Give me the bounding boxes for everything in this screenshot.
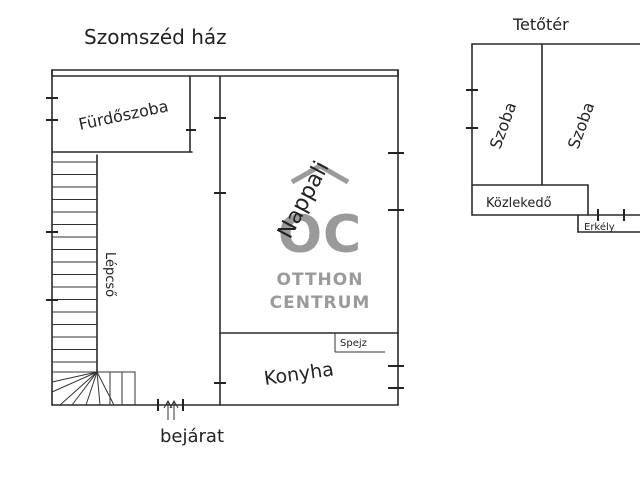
label-corridor: Közlekedő (486, 196, 552, 211)
otthon-centrum-watermark: OC OTTHON CENTRUM (270, 163, 371, 313)
label-kitchen: Konyha (263, 358, 335, 390)
label-room-2: Szoba (564, 99, 598, 151)
label-attic: Tetőtér (512, 15, 569, 34)
entrance-arrow (163, 399, 179, 420)
watermark-line-1: OTTHON (277, 270, 364, 290)
attic-walls (466, 43, 640, 233)
logo-roof-icon (290, 163, 350, 185)
winding-stair (51, 371, 136, 406)
wall-ticks (46, 97, 404, 411)
label-room-1: Szoba (486, 99, 520, 151)
label-balcony: Erkély (584, 221, 615, 233)
label-entrance: bejárat (160, 426, 224, 447)
label-pantry: Spejz (340, 338, 367, 349)
watermark-line-2: CENTRUM (270, 293, 371, 313)
stair-treads (52, 161, 97, 363)
interior-walls (51, 75, 399, 406)
label-stairs: Lépcső (102, 252, 117, 297)
label-neighbor-house: Szomszéd ház (84, 25, 227, 49)
label-bathroom: Fürdőszoba (77, 96, 170, 134)
watermark-logo-letters: OC (278, 205, 362, 265)
